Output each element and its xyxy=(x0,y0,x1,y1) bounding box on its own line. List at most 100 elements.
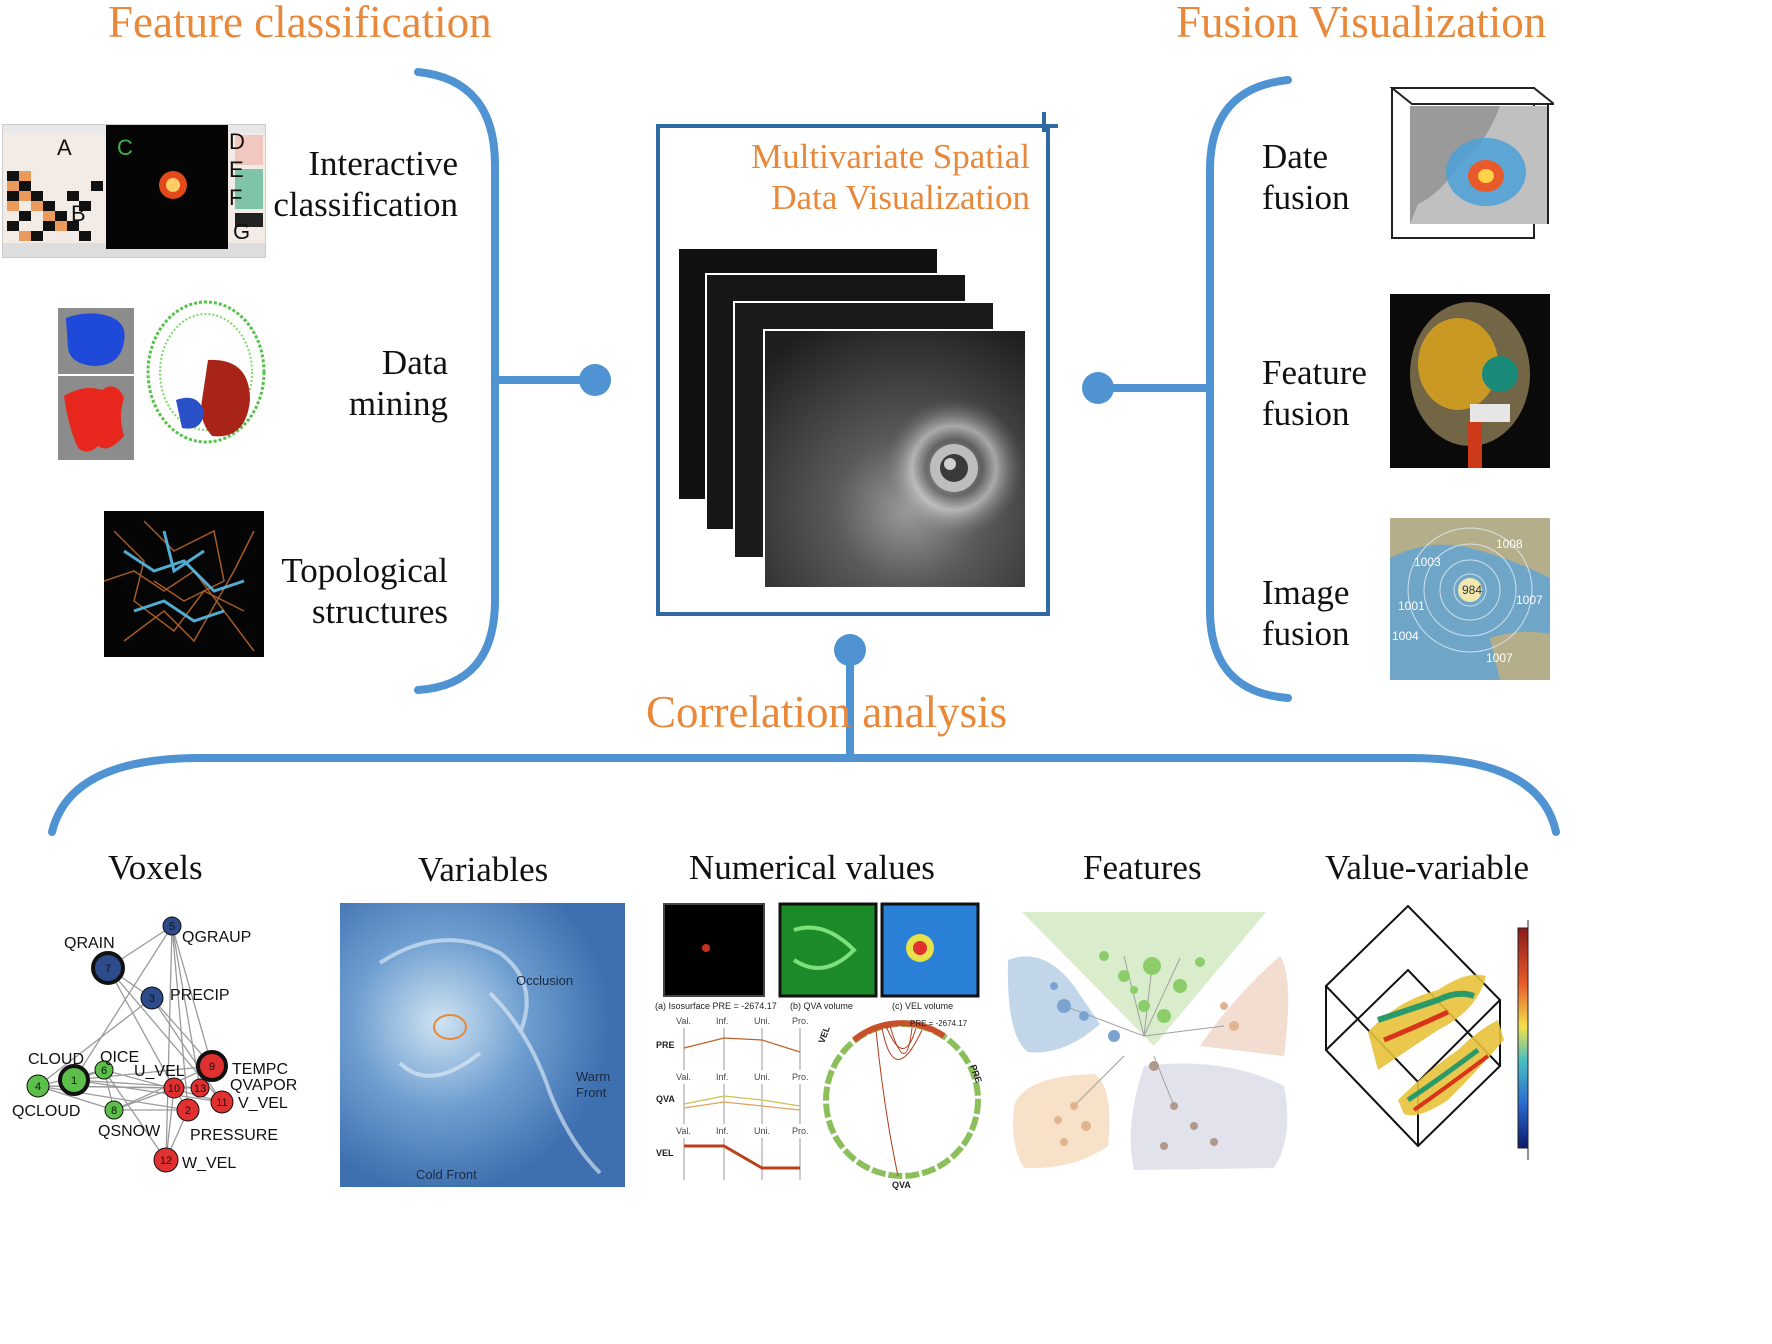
voxel-node-number: 3 xyxy=(149,993,155,1005)
voxel-node-3 xyxy=(140,986,164,1010)
annotation-warm: Warm xyxy=(576,1069,610,1084)
value-variable-render xyxy=(1324,904,1529,1160)
voxel-node-label: CLOUD xyxy=(28,1051,84,1068)
panel-letter-e: E xyxy=(229,157,244,182)
caption-vel: (c) VEL volume xyxy=(892,1001,953,1011)
chord-axis-qva: QVA xyxy=(892,1180,911,1190)
isobar-label-1004: 1004 xyxy=(1392,629,1419,643)
data-mining-blue-slice xyxy=(58,308,134,374)
center-frame-corner-tick-h xyxy=(1030,124,1058,128)
chord-axis-vel: VEL xyxy=(816,1024,832,1044)
voxel-node-6 xyxy=(94,1060,114,1080)
center-frame xyxy=(656,124,1050,616)
voxel-node-number: 12 xyxy=(160,1155,172,1167)
row-label-qva: QVA xyxy=(656,1094,675,1104)
voxel-node-number: 8 xyxy=(111,1105,117,1117)
voxel-node-number: 6 xyxy=(101,1065,107,1077)
numerical-values-panel: (a) Isosurface PRE = -2674.17 (b) QVA vo… xyxy=(655,902,984,1190)
isobar-label-1001: 1001 xyxy=(1398,599,1425,613)
voxel-node-10 xyxy=(163,1077,185,1099)
isobar-label-984: 984 xyxy=(1462,583,1482,597)
left-item-topological-line1: Topological xyxy=(281,551,448,590)
pc-header-val-3: Val. xyxy=(676,1126,691,1136)
voxel-node-1 xyxy=(58,1064,90,1096)
panel-letter-d: D xyxy=(229,129,245,154)
isobar-label-1007a: 1007 xyxy=(1516,593,1543,607)
right-item-image-line1: Image xyxy=(1262,573,1350,612)
center-title-line1: Multivariate Spatial xyxy=(751,137,1030,176)
voxel-graph-edge xyxy=(113,1087,175,1111)
pc-header-val-1: Val. xyxy=(676,1016,691,1026)
pc-header-inf-3: Inf. xyxy=(716,1126,729,1136)
voxel-graph-edge xyxy=(73,1079,223,1103)
chord-label: PRE = -2674.17 xyxy=(910,1019,968,1028)
voxel-node-label: PRECIP xyxy=(170,987,230,1004)
right-item-date-line1: Date xyxy=(1262,137,1329,176)
data-mining-brain-render xyxy=(146,300,266,444)
pc-header-uni-2: Uni. xyxy=(754,1072,770,1082)
voxel-node-9 xyxy=(196,1050,228,1082)
annotation-cold-front: Cold Front xyxy=(416,1167,477,1182)
pc-header-uni-3: Uni. xyxy=(754,1126,770,1136)
voxel-graph-edge xyxy=(73,1065,213,1081)
voxel-node-number: 1 xyxy=(71,1075,77,1087)
pc-header-uni-1: Uni. xyxy=(754,1016,770,1026)
left-item-topological-line2: structures xyxy=(311,592,448,631)
voxel-graph-edge xyxy=(113,1065,213,1111)
voxel-graph-edge xyxy=(171,925,189,1111)
voxel-node-label: QCLOUD xyxy=(12,1103,80,1120)
left-item-mining-line1: Data xyxy=(381,343,448,382)
heading-feature-classification: Feature classification xyxy=(108,0,492,47)
voxel-node-7 xyxy=(91,951,125,985)
caption-qva: (b) QVA volume xyxy=(790,1001,853,1011)
heading-fusion-visualization: Fusion Visualization xyxy=(1176,0,1547,47)
pc-header-inf-2: Inf. xyxy=(716,1072,729,1082)
voxel-node-label: QICE xyxy=(100,1049,139,1066)
topological-structures-render xyxy=(104,511,264,657)
multivariate-slice-stack xyxy=(677,247,1027,589)
voxel-graph-edge xyxy=(103,1069,167,1161)
feature-fusion-render xyxy=(1390,294,1550,468)
voxel-node-label: QGRAUP xyxy=(182,929,251,946)
voxel-node-2 xyxy=(176,1098,200,1122)
voxel-graph-edge xyxy=(73,925,173,1081)
voxel-node-number: 10 xyxy=(168,1083,180,1095)
left-item-interactive-line2: classification xyxy=(273,185,458,224)
pc-header-val-2: Val. xyxy=(676,1072,691,1082)
voxel-node-8 xyxy=(104,1100,124,1120)
voxel-graph-edge xyxy=(37,1085,115,1111)
voxel-node-label: PRESSURE xyxy=(190,1127,278,1144)
voxel-node-label: QRAIN xyxy=(64,935,115,952)
pc-header-inf-1: Inf. xyxy=(716,1016,729,1026)
center-title-line2: Data Visualization xyxy=(771,178,1030,217)
voxel-node-4 xyxy=(26,1074,50,1098)
right-connector-dot xyxy=(1082,372,1114,404)
pc-header-pro-1: Pro. xyxy=(792,1016,809,1026)
voxel-node-label: V_VEL xyxy=(238,1095,288,1112)
right-item-image-line2: fusion xyxy=(1262,614,1350,653)
center-frame-corner-tick xyxy=(1042,112,1046,132)
voxel-graph-edge xyxy=(165,925,173,1161)
left-connector-dot xyxy=(579,364,611,396)
panel-letter-a: A xyxy=(57,135,72,160)
voxel-node-11 xyxy=(210,1090,234,1114)
voxel-graph-edge xyxy=(171,925,201,1089)
voxel-node-number: 7 xyxy=(105,963,111,975)
voxel-node-5 xyxy=(162,916,182,936)
panel-letter-c: C xyxy=(117,135,133,160)
bottom-bracket xyxy=(48,754,1560,836)
bottom-connector-dot xyxy=(834,634,866,666)
voxel-graph-edge xyxy=(151,997,223,1103)
row-label-pre: PRE xyxy=(656,1040,675,1050)
annotation-occlusion: Occlusion xyxy=(516,973,573,988)
bottom-item-features: Features xyxy=(1083,848,1202,887)
heading-correlation-analysis: Correlation analysis xyxy=(646,687,1008,737)
voxel-node-number: 4 xyxy=(35,1081,41,1093)
annotation-front: Front xyxy=(576,1085,607,1100)
voxel-node-label: QSNOW xyxy=(98,1123,161,1140)
pc-header-pro-2: Pro. xyxy=(792,1072,809,1082)
right-item-feature-line2: fusion xyxy=(1262,394,1350,433)
voxel-node-label: W_VEL xyxy=(182,1155,236,1172)
